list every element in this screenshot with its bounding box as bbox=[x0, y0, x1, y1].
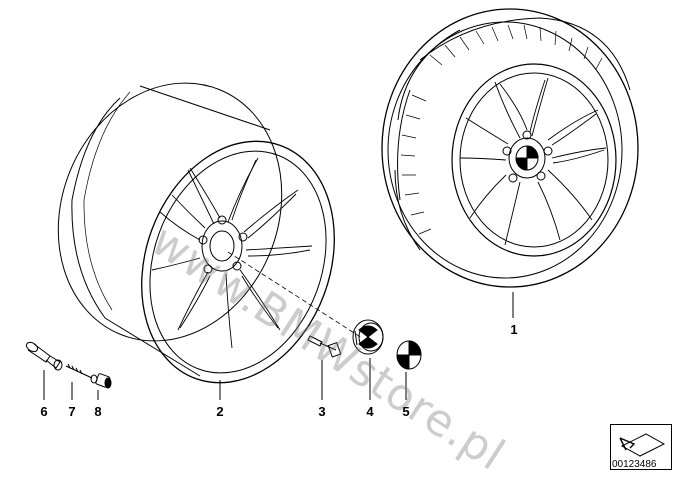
reference-box bbox=[610, 424, 672, 470]
callout-7-label: 7 bbox=[68, 404, 76, 419]
callout-5-label: 5 bbox=[402, 404, 410, 419]
wheel-bolt-drawing bbox=[307, 335, 342, 400]
valve-drawing bbox=[25, 341, 63, 400]
reference-number: 00123486 bbox=[612, 459, 657, 470]
complete-wheel-drawing bbox=[381, 8, 639, 318]
emblem-drawing bbox=[396, 340, 422, 400]
valve-insert-drawing bbox=[65, 363, 98, 400]
arrow-to-plane-icon bbox=[619, 433, 666, 457]
callout-3-label: 3 bbox=[318, 404, 326, 419]
hub-cap-drawing bbox=[352, 319, 384, 400]
callout-2-label: 2 bbox=[216, 404, 224, 419]
callout-4-label: 4 bbox=[366, 404, 374, 419]
callout-6-label: 6 bbox=[40, 404, 48, 419]
alloy-rim-drawing bbox=[57, 82, 335, 400]
callout-1-label: 1 bbox=[510, 322, 518, 337]
callout-8-label: 8 bbox=[94, 404, 102, 419]
valve-cap-drawing bbox=[95, 373, 112, 400]
